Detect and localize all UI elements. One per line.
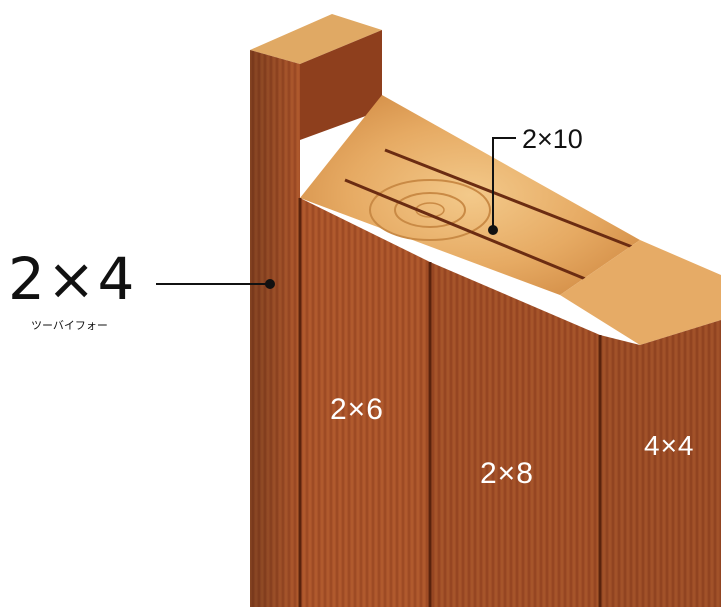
lumber-4x4	[600, 320, 721, 607]
label-2x4-reading: ツーバイフォー	[31, 319, 108, 332]
callout-2x4-line	[156, 279, 275, 289]
label-4x4: 4×4	[644, 430, 695, 461]
label-2x8: 2×8	[480, 457, 534, 490]
lumber-2x10	[300, 95, 641, 295]
label-2x4: 2×4	[8, 245, 137, 313]
lumber-2x6	[300, 198, 430, 607]
callout-2x10-line	[488, 137, 516, 235]
lumber-2x8	[430, 262, 600, 607]
lumber-2x4	[250, 14, 382, 607]
label-2x6: 2×6	[330, 393, 384, 426]
label-2x10: 2×10	[522, 124, 583, 154]
